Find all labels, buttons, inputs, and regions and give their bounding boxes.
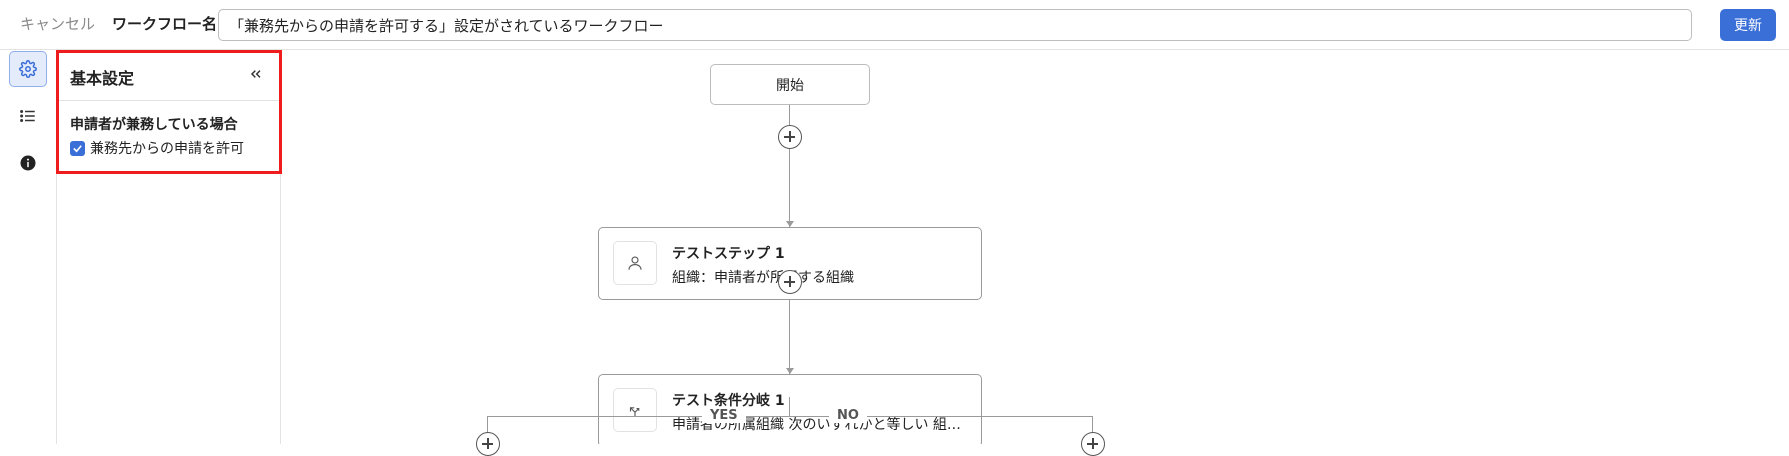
- checkbox-label: 兼務先からの申請を許可: [90, 141, 244, 157]
- step-description: 組織：申請者が所属する組織: [672, 270, 854, 286]
- allow-concurrent-checkbox[interactable]: 兼務先からの申請を許可: [70, 138, 244, 158]
- left-rail: [0, 51, 57, 444]
- add-yes-step-button[interactable]: [476, 432, 500, 456]
- branch-line: [487, 416, 488, 444]
- panel-title: 基本設定: [70, 69, 135, 88]
- connector-line: [789, 300, 790, 374]
- basic-settings-tab[interactable]: [9, 51, 47, 87]
- branch-line: [1092, 416, 1093, 444]
- checkbox-checked-icon[interactable]: [70, 140, 85, 156]
- step-title: テストステップ 1: [672, 246, 785, 262]
- concurrent-section-title: 申請者が兼務している場合: [70, 117, 238, 133]
- collapse-panel-button[interactable]: [243, 61, 269, 87]
- arrow-icon: [786, 221, 794, 227]
- connector-line: [789, 397, 790, 417]
- branch-line: [487, 416, 1092, 417]
- add-no-step-button[interactable]: [1081, 432, 1105, 456]
- workflow-step[interactable]: テストステップ 1 組織：申請者が所属する組織: [598, 227, 982, 300]
- add-step-button[interactable]: [778, 125, 802, 149]
- list-icon: [20, 110, 35, 122]
- workflow-name-label: ワークフロー名: [112, 15, 218, 33]
- branch-no-label: NO: [829, 408, 867, 423]
- branch-icon: [613, 388, 657, 432]
- workflow-condition-step[interactable]: テスト条件分岐 1 申請者の所属組織 次のいずれかと等しい 組…: [598, 374, 982, 444]
- workflow-name-input[interactable]: [218, 9, 1692, 41]
- step-title: テスト条件分岐 1: [672, 393, 785, 409]
- double-chevron-left-icon: [250, 70, 261, 78]
- gear-icon: [19, 60, 37, 78]
- cancel-button[interactable]: キャンセル: [20, 15, 96, 33]
- arrow-icon: [786, 368, 794, 374]
- list-tab[interactable]: [9, 98, 47, 134]
- add-step-button[interactable]: [778, 270, 802, 294]
- workflow-canvas: 開始 テストステップ 1 組織：申請者が所属する組織 テスト条件分岐 1 申請者…: [282, 51, 1789, 444]
- start-node[interactable]: 開始: [710, 64, 870, 105]
- panel-header: 基本設定: [57, 51, 281, 101]
- update-button[interactable]: 更新: [1720, 9, 1776, 41]
- branch-yes-label: YES: [702, 408, 746, 423]
- settings-panel: 基本設定 申請者が兼務している場合 兼務先からの申請を許可: [57, 51, 281, 444]
- info-icon: [20, 155, 36, 171]
- connector-line: [789, 105, 790, 227]
- info-tab[interactable]: [9, 145, 47, 181]
- top-bar: キャンセル ワークフロー名 更新: [0, 0, 1789, 50]
- person-icon: [613, 241, 657, 285]
